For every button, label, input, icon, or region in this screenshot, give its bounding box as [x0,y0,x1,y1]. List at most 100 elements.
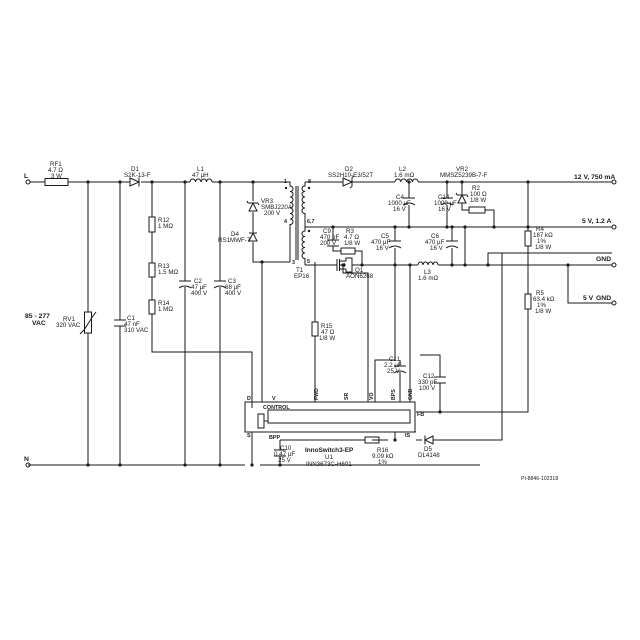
l1-ref: L1 [197,166,204,173]
r14-ref: R14 [158,300,170,307]
l1-symbol [189,178,213,183]
c3-value: 68 µF [225,284,241,291]
c12-rating: 100 V [419,385,436,392]
ic-pin-is: IS [405,433,410,439]
vr2-part: MMSZ5239B-7-F [440,172,488,179]
c9-ref: C9 [323,228,331,235]
c5-rating: 16 V [376,245,390,252]
terminal-gnd [611,262,617,268]
q1-symbol [336,257,353,273]
label-5v-rail: 5 V, 1.2 A [582,218,611,225]
t1-pin-4: 4 [284,219,287,225]
ic-part: INN3673C-H601 [306,461,352,468]
ic-pin-fb: FB [417,412,424,418]
ic-pin-gnd: GND [408,388,414,400]
terminal-5v [611,224,617,230]
c5-value: 470 µF [371,239,391,246]
c1-rating: 310 VAC [124,327,149,334]
c11-ref: C11 [389,356,400,363]
r15-value: 47 Ω [321,329,335,336]
terminal-l [25,179,31,185]
ic-name: InnoSwitch3-EP [305,447,354,454]
vr2-ref: VR2 [456,166,469,173]
t1-core: EP16 [294,273,310,280]
c5-ref: C5 [381,233,389,240]
r2-ref: R2 [472,185,480,192]
r5-ref: R5 [536,290,544,297]
d1-symbol [129,177,141,187]
r5-value: 63.4 kΩ [533,296,555,303]
c1-ref: C1 [127,315,135,322]
rf1-ref: RF1 [50,161,62,168]
c4-c14-symbols [402,197,454,206]
c10-ref: C10 [280,445,292,452]
l1-value: 47 µH [192,172,209,179]
l2-ref: L2 [399,166,406,173]
r14-value: 1 MΩ [158,306,173,313]
r3-ref: R3 [346,228,354,235]
d5-ref: D5 [424,446,432,453]
c1-symbol [114,319,126,327]
r15-symbol [311,321,319,337]
t1-pin-3: 3 [292,260,295,266]
terminal-labels: L N 85 - 277 VAC 12 V, 750 mA 5 V, 1.2 A… [24,173,615,463]
c9-symbol [327,239,339,247]
d4-ref: D4 [231,231,239,238]
ic-control-label: CONTROL [263,405,290,411]
c10-value: 0.47 µF [274,451,295,458]
label-input-vac: VAC [32,320,46,327]
drawing-number: PI-8846-102318 [521,476,558,482]
vr3-symbol [246,200,260,212]
r15-ref: R15 [321,323,333,330]
c4-rating: 16 V [393,206,407,213]
c12-ref: C12 [423,373,435,380]
t1-pin-67: 6,7 [307,219,315,225]
r13-value: 1.5 MΩ [158,269,178,276]
c14-value: 1000 µF [434,200,457,207]
vr2-symbol [455,192,469,204]
d1-part: S2K-13-F [124,172,151,179]
d5-part: DL4148 [418,452,440,459]
ic-pin-v: V [272,396,276,402]
r4-value: 187 kΩ [533,232,553,239]
l3-ref: L3 [424,269,431,276]
r13-ref: R13 [158,263,170,270]
c10-symbol [274,449,286,457]
vr3-rating: 200 V [264,210,281,217]
c4-ref: C4 [396,194,404,201]
r16-tolerance: 1% [378,459,387,466]
c9-value: 470 pF [320,234,339,241]
label-n: N [24,456,29,463]
label-input-voltage: 85 - 277 [25,313,50,320]
terminal-n [25,462,31,468]
terminal-5v-gnd [611,300,617,306]
rv1-symbol [79,311,97,335]
c12-value: 330 pF [418,379,437,386]
q1-part: AON6268 [346,273,374,280]
terminal-12v [611,179,617,185]
ic-pin-sr: SR [344,393,350,400]
c12-symbol [434,376,446,384]
q1-ref: Q1 [355,267,364,274]
r2-value: 100 Ω [470,191,487,198]
l2-symbol [394,178,419,183]
c3-rating: 400 V [225,290,242,297]
r12-r13-r14-symbols [148,216,156,315]
c3-ref: C3 [228,278,236,285]
r16-symbol [364,436,380,444]
r16-ref: R16 [377,447,389,454]
ic-pin-bpp: BPP [269,435,280,441]
l2-value: 1.6 mΩ [394,172,414,179]
ic-pin-d: D [247,396,251,402]
r3-symbol [340,247,356,255]
l3-symbol [417,261,439,266]
c9-rating: 200 V [320,240,337,247]
t1-pin-8: 8 [308,179,311,185]
ic-pin-s: S [247,433,251,439]
d2-symbol [342,175,355,189]
junction-dots [86,180,570,467]
c11-value: 2.2 µF [384,362,402,369]
ic-pin-bps: BPS [391,389,397,400]
